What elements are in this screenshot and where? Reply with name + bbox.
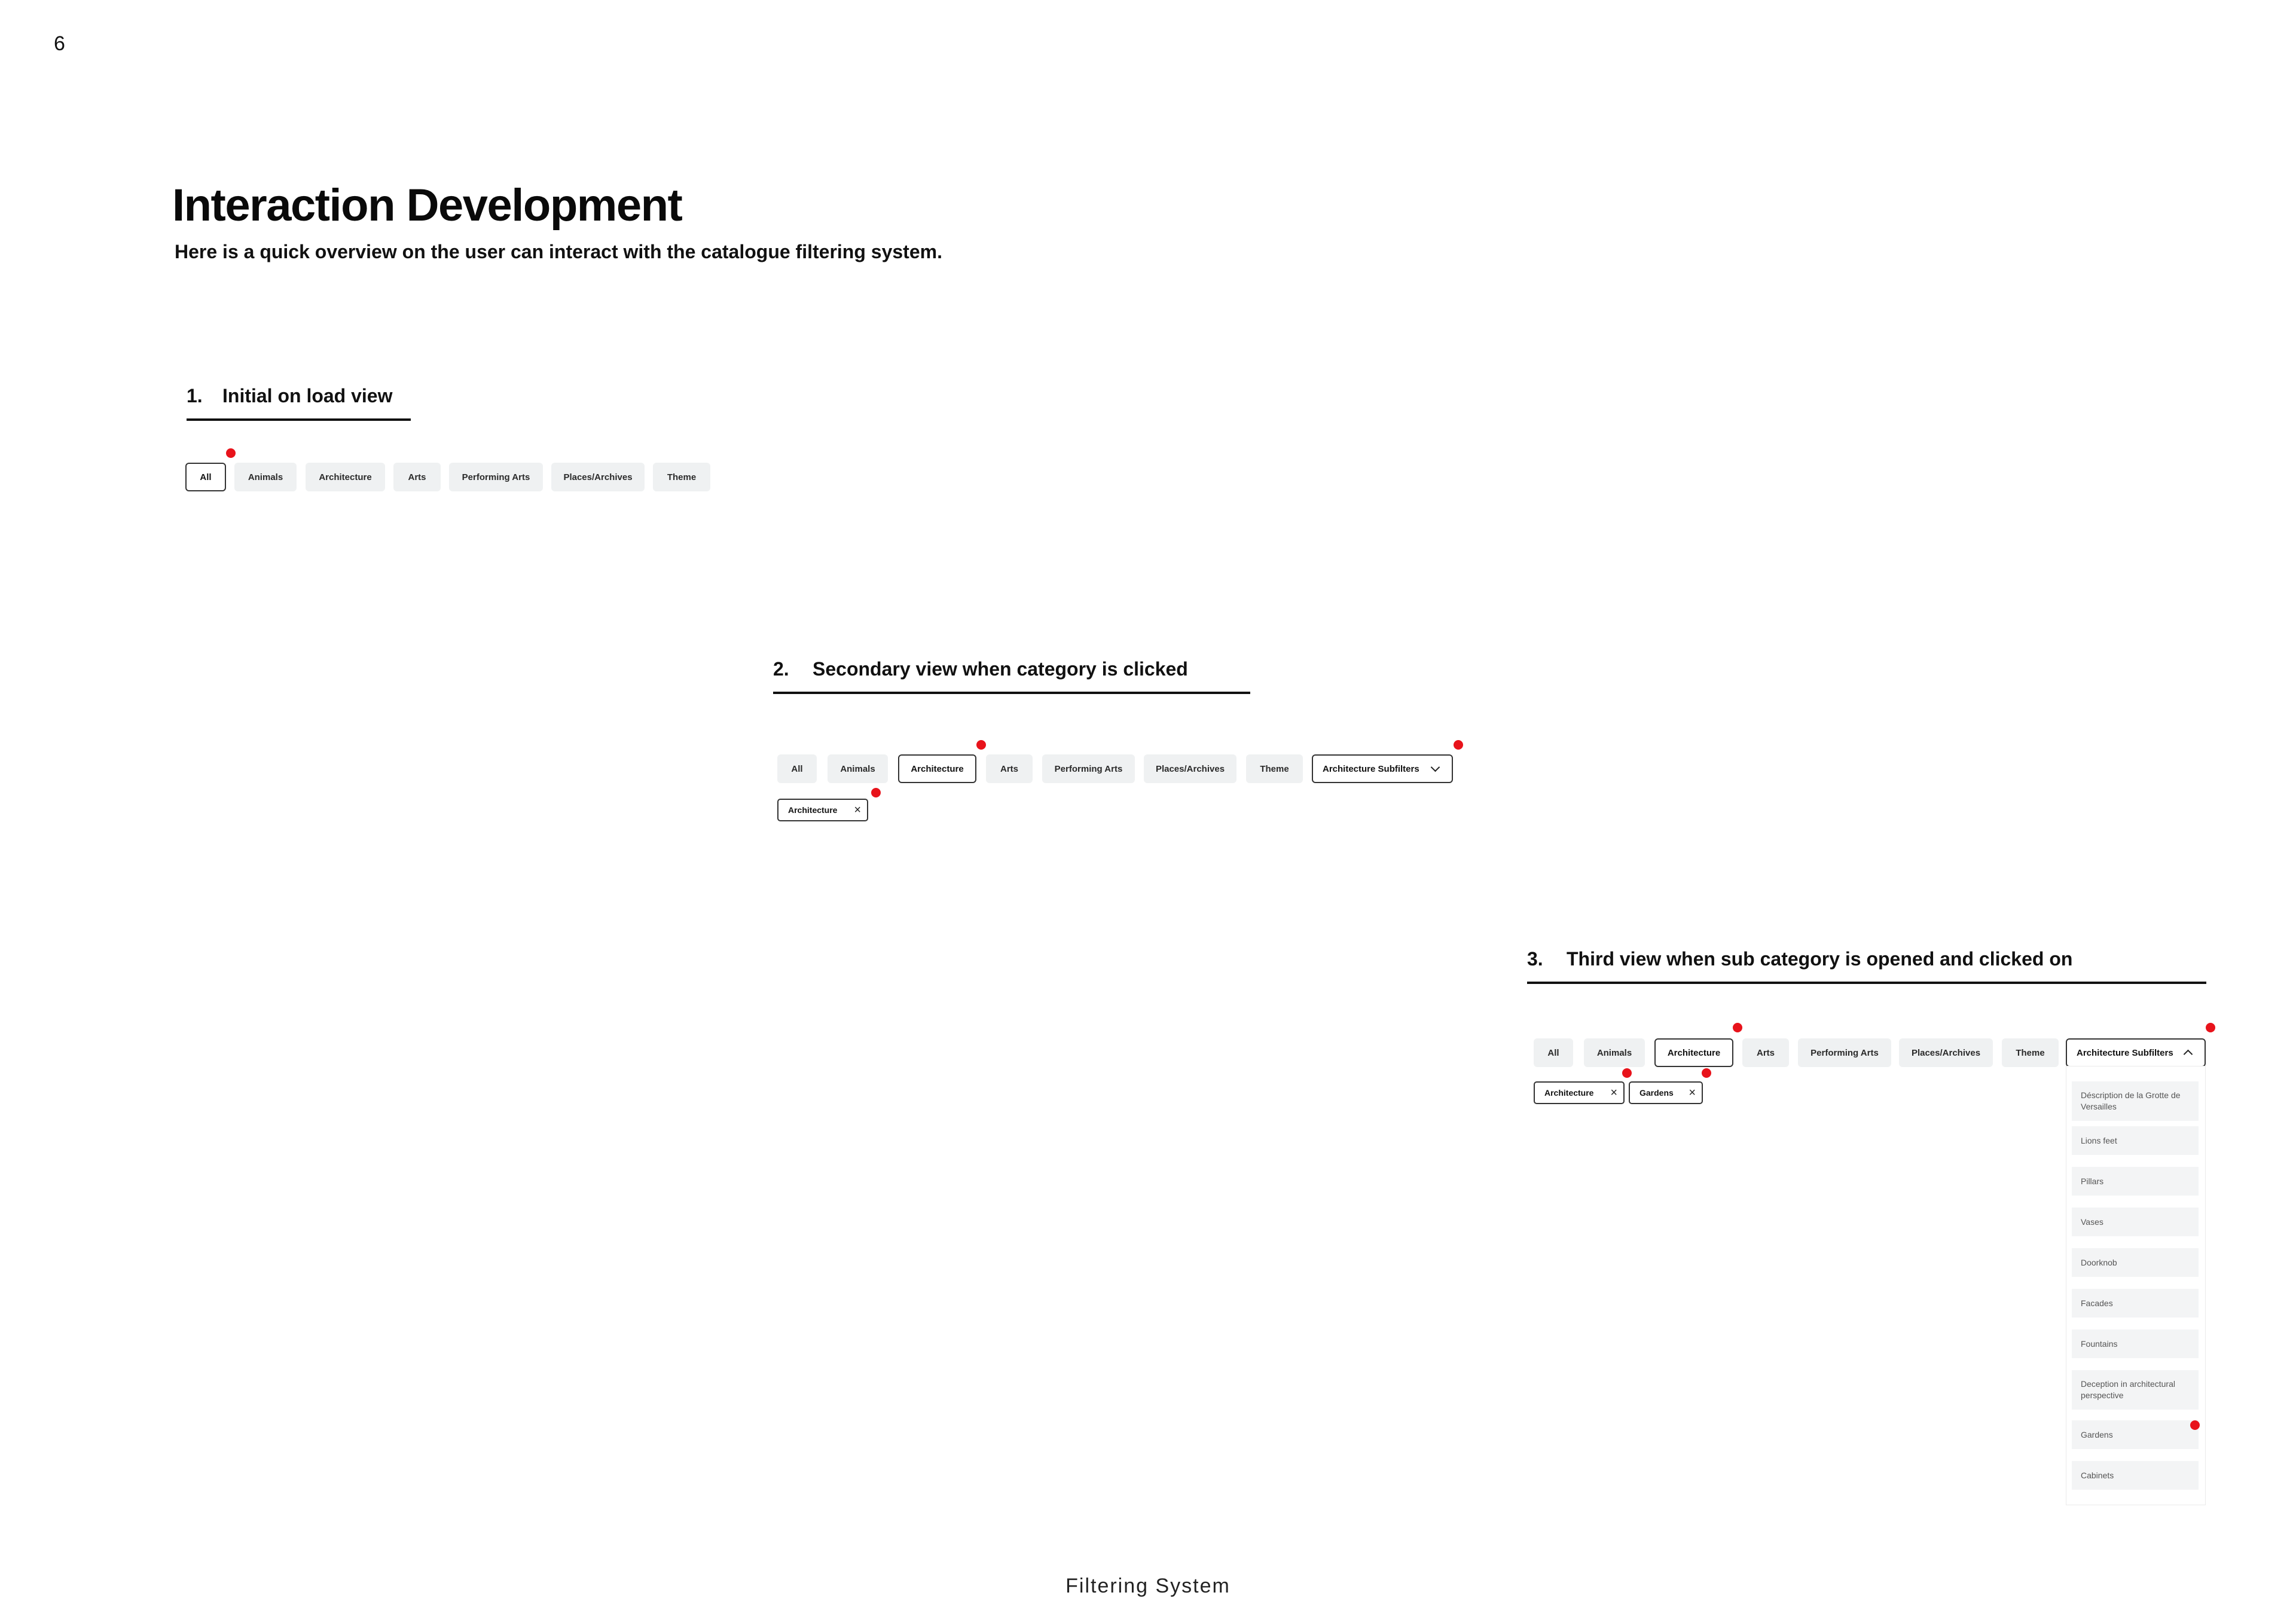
page-title: Interaction Development	[172, 180, 683, 231]
subfilter-option[interactable]: Fountains	[2072, 1329, 2199, 1358]
interaction-marker	[1454, 740, 1463, 750]
active-filter-tag[interactable]: Architecture ×	[777, 799, 868, 821]
section-2-heading: 2. Secondary view when category is click…	[773, 656, 1250, 694]
section-1-heading: 1. Initial on load view	[187, 383, 411, 421]
subfilter-option[interactable]: Pillars	[2072, 1167, 2199, 1196]
filter-chip-architecture[interactable]: Architecture	[898, 754, 976, 783]
filter-chip-theme[interactable]: Theme	[2002, 1038, 2059, 1067]
interaction-marker	[226, 448, 236, 458]
filter-chip-arts[interactable]: Arts	[986, 754, 1033, 783]
section-number: 1.	[187, 385, 203, 406]
page-footer: Filtering System	[1065, 1575, 1231, 1597]
filter-chip-architecture[interactable]: Architecture	[306, 463, 385, 491]
subfilter-dropdown-label: Architecture Subfilters	[1323, 763, 1419, 774]
chevron-down-icon	[1430, 762, 1440, 772]
filter-chip-architecture[interactable]: Architecture	[1654, 1038, 1733, 1067]
subfilter-dropdown-label: Architecture Subfilters	[2077, 1047, 2173, 1058]
close-icon[interactable]: ×	[854, 803, 861, 817]
interaction-marker	[2206, 1023, 2215, 1032]
filter-chip-places-archives[interactable]: Places/Archives	[551, 463, 645, 491]
section-number: 2.	[773, 658, 789, 680]
filter-chip-all[interactable]: All	[185, 463, 226, 491]
section-3-heading: 3. Third view when sub category is opene…	[1527, 946, 2206, 984]
section-title: Initial on load view	[222, 385, 393, 406]
section-title: Secondary view when category is clicked	[813, 658, 1188, 680]
subfilter-option[interactable]: Cabinets	[2072, 1461, 2199, 1490]
filter-chip-all[interactable]: All	[777, 754, 817, 783]
subfilter-dropdown[interactable]: Architecture Subfilters	[2066, 1038, 2206, 1067]
interaction-marker	[2190, 1420, 2200, 1430]
interaction-marker	[1622, 1068, 1632, 1078]
subfilter-option[interactable]: Facades	[2072, 1289, 2199, 1318]
close-icon[interactable]: ×	[1610, 1086, 1617, 1099]
filter-chip-animals[interactable]: Animals	[828, 754, 888, 783]
page-subtitle: Here is a quick overview on the user can…	[175, 241, 942, 262]
subfilter-dropdown-menu: Déscription de la Grotte de Versailles L…	[2066, 1066, 2206, 1505]
page-number: 6	[54, 32, 65, 55]
subfilter-option[interactable]: Gardens	[2072, 1420, 2199, 1449]
active-filter-tag[interactable]: Architecture ×	[1534, 1081, 1625, 1104]
subfilter-option[interactable]: Doorknob	[2072, 1248, 2199, 1277]
filter-chip-animals[interactable]: Animals	[234, 463, 297, 491]
chevron-up-icon	[2183, 1049, 2193, 1059]
active-filter-label: Architecture	[788, 805, 838, 815]
active-filter-label: Architecture	[1544, 1088, 1594, 1098]
subfilter-option[interactable]: Vases	[2072, 1208, 2199, 1236]
interaction-marker	[1702, 1068, 1711, 1078]
active-filter-label: Gardens	[1639, 1088, 1674, 1098]
filter-chip-all[interactable]: All	[1534, 1038, 1573, 1067]
active-filter-tag[interactable]: Gardens ×	[1629, 1081, 1703, 1104]
filter-chip-places-archives[interactable]: Places/Archives	[1899, 1038, 1993, 1067]
interaction-marker	[976, 740, 986, 750]
interaction-marker	[1733, 1023, 1742, 1032]
filter-chip-theme[interactable]: Theme	[653, 463, 710, 491]
filter-chip-theme[interactable]: Theme	[1246, 754, 1303, 783]
filter-chip-arts[interactable]: Arts	[393, 463, 441, 491]
filter-chip-arts[interactable]: Arts	[1742, 1038, 1789, 1067]
filter-chip-animals[interactable]: Animals	[1584, 1038, 1645, 1067]
section-number: 3.	[1527, 948, 1543, 970]
filter-chip-performing-arts[interactable]: Performing Arts	[1798, 1038, 1891, 1067]
filter-chip-performing-arts[interactable]: Performing Arts	[449, 463, 543, 491]
subfilter-option[interactable]: Deception in architectural perspective	[2072, 1370, 2199, 1410]
section-title: Third view when sub category is opened a…	[1567, 948, 2073, 970]
close-icon[interactable]: ×	[1689, 1086, 1696, 1099]
interaction-marker	[871, 788, 881, 797]
subfilter-option[interactable]: Lions feet	[2072, 1126, 2199, 1155]
filter-chip-performing-arts[interactable]: Performing Arts	[1042, 754, 1135, 783]
subfilter-dropdown[interactable]: Architecture Subfilters	[1312, 754, 1453, 783]
filter-chip-places-archives[interactable]: Places/Archives	[1144, 754, 1236, 783]
subfilter-option[interactable]: Déscription de la Grotte de Versailles	[2072, 1081, 2199, 1121]
